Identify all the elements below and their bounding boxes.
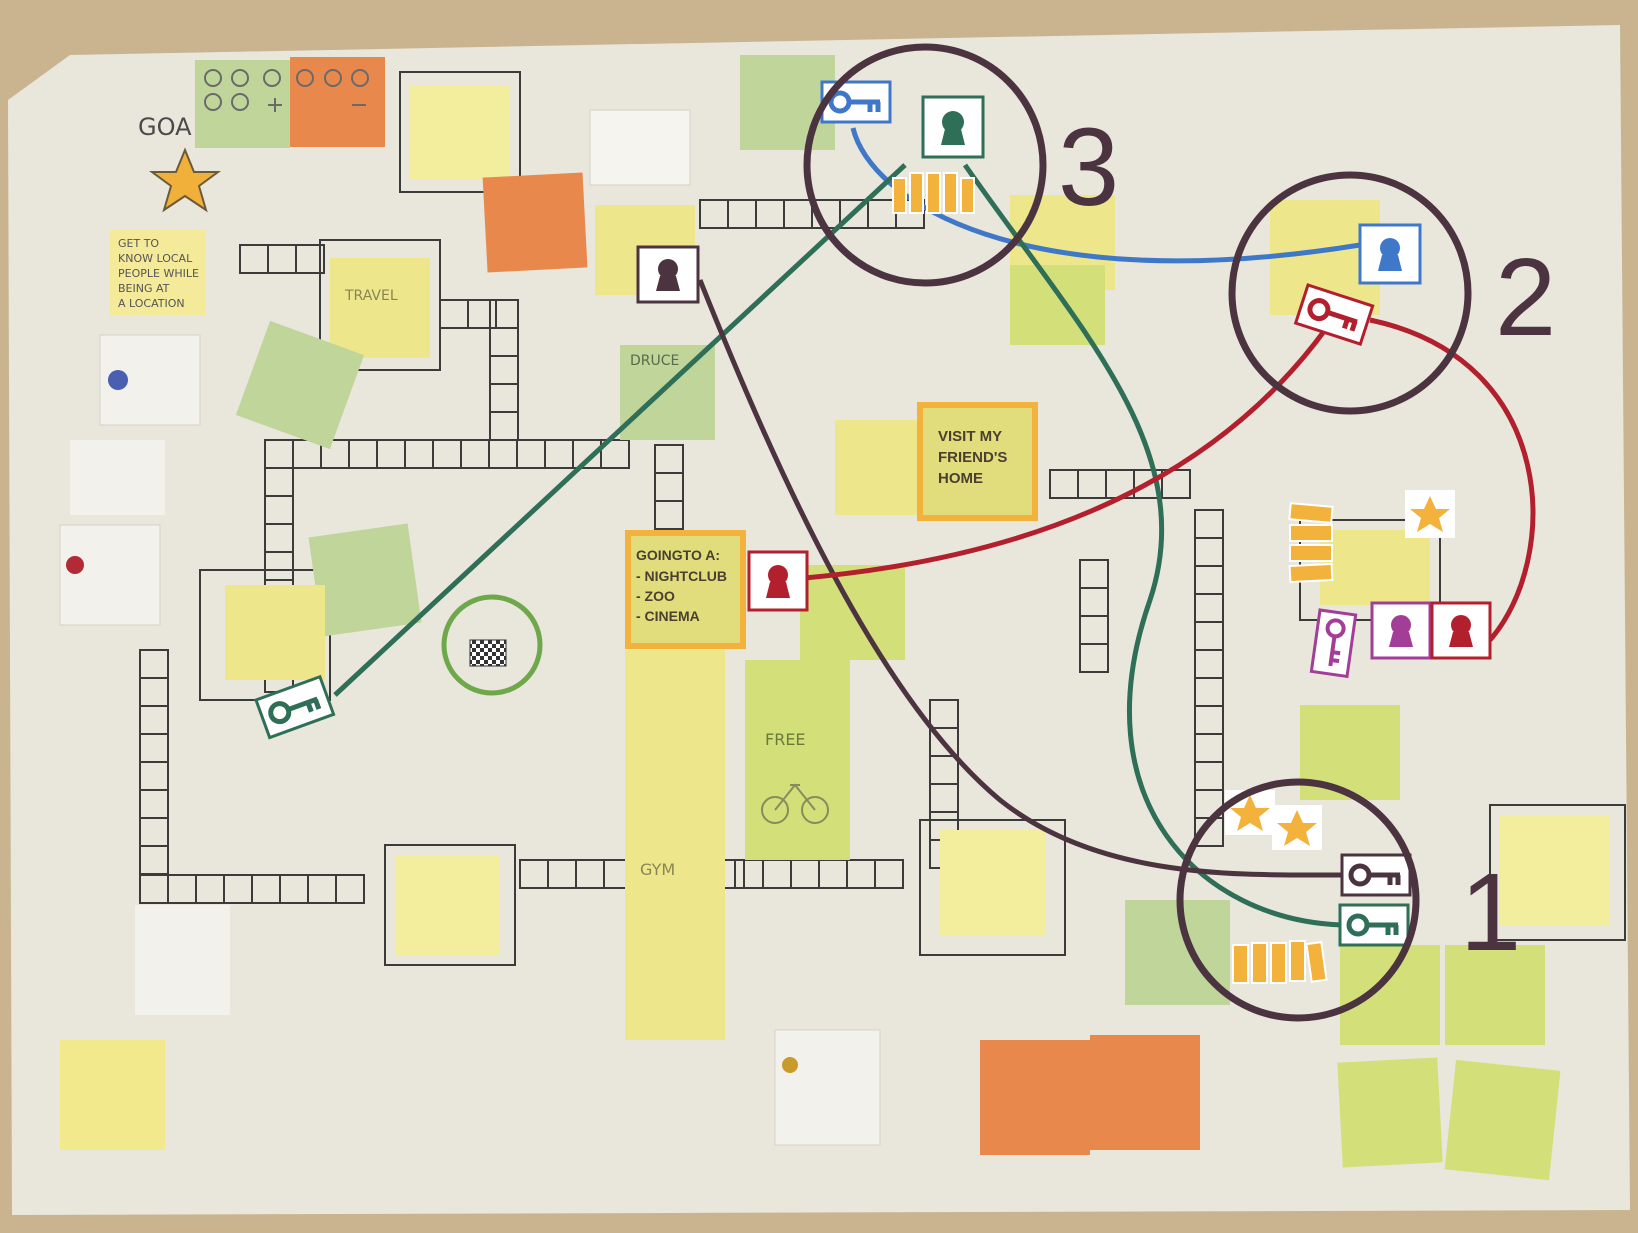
blue-key-lock-link bbox=[850, 127, 1361, 264]
sticky-note bbox=[835, 420, 930, 515]
sticky-note bbox=[1500, 815, 1610, 925]
persona-orange-figure bbox=[782, 1057, 798, 1073]
sticky-note-stack bbox=[625, 650, 725, 1040]
paper-card bbox=[589, 109, 691, 186]
highlight-circle-1 bbox=[1176, 778, 1420, 1022]
sticky-note-green bbox=[308, 523, 422, 637]
track-square bbox=[1079, 643, 1109, 673]
sticky-note-green bbox=[235, 320, 365, 450]
sticky-note-orange bbox=[980, 1040, 1090, 1155]
sticky-note bbox=[395, 855, 500, 955]
track-square bbox=[874, 859, 904, 889]
goal-sticky-note bbox=[110, 230, 205, 315]
green-lock-icon bbox=[921, 95, 985, 159]
purple-key-link bbox=[697, 279, 1343, 878]
sticky-note-druce bbox=[620, 345, 715, 440]
sticky-note-bottom-left bbox=[60, 1040, 165, 1150]
going-to-text: GOINGTO A: - NIGHTCLUB - ZOO - CINEMA bbox=[636, 547, 731, 624]
druce-label: DRUCE bbox=[630, 353, 679, 369]
emoji-sketches bbox=[204, 69, 369, 112]
goal-note-text: GET TO KNOW LOCAL PEOPLE WHILE BEING AT … bbox=[118, 237, 202, 310]
track-square bbox=[295, 244, 325, 274]
green-key-link-start bbox=[333, 163, 907, 697]
blue-lock-icon bbox=[1358, 223, 1422, 285]
persona-red-figure bbox=[66, 556, 84, 574]
sticky-note bbox=[1444, 1059, 1561, 1181]
persona-blue-figure bbox=[108, 370, 128, 390]
circle-number-1: 1 bbox=[1460, 851, 1521, 974]
sticky-note bbox=[1337, 1057, 1443, 1168]
sticky-note-green bbox=[740, 55, 835, 150]
token-stack-icon bbox=[1288, 502, 1334, 584]
zone-boxes bbox=[199, 71, 1626, 966]
red-lock-icon bbox=[1430, 601, 1492, 660]
sticky-note bbox=[1320, 530, 1430, 605]
star-icon bbox=[1272, 805, 1322, 850]
magenta-key-icon bbox=[1309, 608, 1358, 679]
dark-key-icon bbox=[1340, 853, 1412, 897]
goal-label: GOA bbox=[138, 113, 192, 141]
bike-icon bbox=[761, 783, 829, 824]
sticky-note bbox=[1340, 945, 1440, 1045]
circle-number-2: 2 bbox=[1495, 236, 1556, 359]
sticky-note bbox=[940, 830, 1045, 935]
red-lock-link bbox=[804, 328, 1328, 581]
green-key-icon bbox=[254, 674, 336, 740]
checkered-flag-icon bbox=[469, 639, 507, 667]
sticky-note-travel bbox=[330, 258, 430, 358]
sticky-note-green bbox=[1125, 900, 1230, 1005]
green-key-link-end bbox=[962, 163, 1343, 928]
circle-number-3: 3 bbox=[1058, 106, 1119, 229]
star-icon bbox=[1225, 790, 1275, 835]
sticky-note bbox=[1445, 945, 1545, 1045]
track-square bbox=[467, 299, 497, 329]
star-icon bbox=[1405, 490, 1455, 538]
blank-card bbox=[70, 440, 165, 515]
sticky-note-orange bbox=[482, 172, 588, 273]
highlight-circle-2 bbox=[1228, 171, 1472, 415]
sticky-note-orange bbox=[1090, 1035, 1200, 1150]
sticky-note bbox=[410, 85, 510, 180]
dark-lock-icon bbox=[636, 245, 700, 304]
persona-card-red bbox=[59, 524, 161, 626]
start-circle bbox=[441, 594, 543, 696]
red-key-icon bbox=[1293, 283, 1375, 346]
sticky-note-bike bbox=[1010, 265, 1105, 345]
magenta-lock-icon bbox=[1370, 601, 1432, 660]
track-square bbox=[600, 439, 630, 469]
visit-friends-home-text: VISIT MY FRIEND'S HOME bbox=[938, 428, 1012, 487]
red-key-lock-link bbox=[1369, 317, 1536, 642]
token-stack-icon bbox=[1232, 940, 1328, 984]
goal-star-icon bbox=[148, 147, 222, 213]
gym-label: GYM bbox=[640, 860, 675, 879]
track-square bbox=[489, 411, 519, 441]
green-key-icon bbox=[1338, 903, 1410, 947]
track-square bbox=[335, 874, 365, 904]
token-stack-icon bbox=[892, 172, 975, 214]
highlight-circle-3 bbox=[803, 43, 1047, 287]
going-to-callout bbox=[625, 530, 746, 649]
visit-friends-home-callout bbox=[917, 402, 1038, 521]
blank-card-lower bbox=[135, 905, 230, 1015]
free-label: FREE bbox=[765, 730, 806, 749]
sticky-note-free bbox=[745, 660, 850, 860]
travel-label: TRAVEL bbox=[344, 288, 398, 304]
red-lock-icon bbox=[747, 550, 809, 612]
sticky-note bbox=[225, 585, 325, 680]
persona-card-orange bbox=[774, 1029, 881, 1146]
